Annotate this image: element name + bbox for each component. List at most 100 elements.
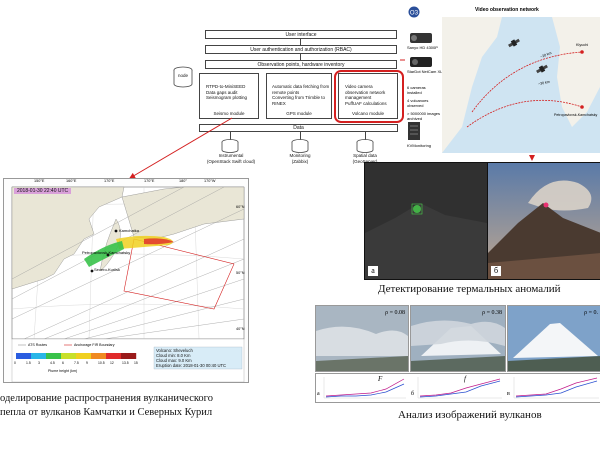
label-a: а (368, 266, 378, 276)
lon-tick: 150°E (34, 179, 45, 183)
analysis-plots: F f а б в (315, 373, 600, 403)
node-label: node (177, 73, 188, 78)
auth-box: User authentication and authorization (R… (205, 45, 397, 54)
colorbar (16, 353, 137, 359)
ash-dispersion-map: 2018-01-30 22:40 UTC 150°E 160°E 170°E 1… (3, 178, 249, 383)
server-label: KVMonitoring (407, 143, 432, 148)
logo-icon: ОЗ (408, 6, 420, 18)
thermal-image-b: б (487, 162, 600, 280)
storage-title: Spatial data (353, 153, 377, 158)
analysis-image-2: ρ = 0.38 (410, 305, 506, 372)
lon-tick: 180° (179, 179, 187, 183)
info-line: Cloud max: 9.0 Km (156, 358, 192, 363)
lon-tick: 160°E (66, 179, 77, 183)
f-label-small: f (464, 375, 466, 383)
camera-icon (410, 33, 432, 43)
volcano-module-label: Volcano module (351, 111, 385, 116)
plot-label-b: б (411, 391, 415, 397)
storage-title: Instrumental (218, 153, 244, 158)
colorbar-segment (61, 353, 77, 359)
colorbar-segment (76, 353, 92, 359)
modeling-caption: оделирование распространения вулканическ… (0, 392, 213, 420)
volcano-info: Volcano: Sheveluch Cloud min: 8.0 Km Clo… (156, 348, 226, 368)
bullet: Data gaps audit (206, 89, 238, 95)
colorbar-segment (91, 353, 107, 359)
observation-box: Observation points, hardware inventory (205, 60, 397, 69)
thermal-image-a: а (364, 162, 488, 280)
storage-sub: (Zabbix) (291, 158, 309, 164)
city-kamchatka: Kamchatka (119, 228, 140, 233)
colorbar-tick: 3 (38, 361, 40, 365)
colorbar-tick: 12 (110, 361, 114, 365)
storage-spatial: Spatial data (GeoServer) (335, 153, 395, 164)
colorbar-tick: 0 (14, 361, 16, 365)
colorbar-tick: 13.5 (122, 361, 129, 365)
colorbar-tick: 15 (134, 361, 138, 365)
gps-module-label: GPS module (286, 111, 312, 116)
stat-cameras: 6 cameras installed (407, 85, 426, 95)
lon-tick: 170°W (204, 179, 216, 183)
thermal-image-a-drawing (365, 163, 487, 279)
legend-ats: ATS Routes (28, 343, 48, 347)
network-stats: 6 cameras installed 4 volcanoes observed… (407, 85, 441, 121)
database-icon (356, 139, 374, 153)
camera-2-label: StarDot NetCam XL (407, 69, 443, 74)
analysis-image-1-drawing (316, 306, 408, 371)
rho-1: ρ = 0.08 (385, 310, 405, 316)
database-icon (221, 139, 239, 153)
seismo-module-box (199, 73, 259, 119)
lat-tick: 40°N (236, 327, 245, 331)
analysis-caption: Анализ изображений вулканов (398, 409, 542, 421)
colorbar-tick: 1.5 (26, 361, 31, 365)
analysis-image-2-drawing (411, 306, 505, 371)
city-petropavlovsk: Petropavlovsk-Kamchatsky (82, 250, 131, 255)
info-line: Volcano: Sheveluch (156, 348, 193, 353)
volcano-module-box (338, 73, 398, 119)
analysis-image-3-drawing (508, 306, 600, 371)
camera-1-label: Sanyo HD 4300P (407, 45, 438, 50)
colorbar-segment (16, 353, 32, 359)
colorbar-tick: 9 (86, 361, 88, 365)
lon-tick: 170°E (104, 179, 115, 183)
city-severo-kurilsk: Severo-Kurilsk (94, 267, 121, 272)
lat-tick: 60°N (236, 205, 245, 209)
arrow (300, 132, 301, 140)
plot-label-a: а (317, 391, 320, 397)
video-network-panel: ОЗ Video observation network Sanyo HD 43… (405, 5, 600, 155)
city-petropavlovsk: Petropavlovsk-Kamchatsky (554, 113, 598, 117)
colorbar-tick: 7.5 (74, 361, 79, 365)
map-drawing (11, 186, 245, 383)
bullet: Seismogram plotting (206, 95, 248, 101)
bullet: Converting from Trimble to RINEX (272, 95, 326, 106)
arrow (300, 54, 301, 60)
f-label: F (378, 375, 383, 383)
camera-icon (410, 57, 432, 67)
bullet: Video camera observation network managem… (345, 84, 386, 101)
bullet: Automatic data fetching from remote poin… (272, 84, 330, 95)
data-box: Data (199, 124, 398, 132)
storage-instrumental: Instrumental (OpenStack Swift cloud) (196, 153, 266, 164)
arrow (365, 132, 366, 140)
colorbar-tick: 4.5 (50, 361, 55, 365)
storage-title: Monitoring (289, 153, 311, 158)
thermal-caption: Детектирование термальных аномалий (378, 283, 561, 295)
stat-images: > 5000000 images archived (407, 111, 441, 121)
seismo-module-label: Seismo module (213, 111, 245, 116)
thermal-image-b-drawing (488, 163, 600, 279)
arrow (300, 39, 301, 45)
user-interface-box: User interface (205, 30, 397, 39)
colorbar-title: Plume height (km) (48, 369, 78, 373)
caption-line: оделирование распространения вулканическ… (0, 393, 213, 404)
plot-label-c: в (507, 391, 510, 397)
network-title: Video observation network (475, 7, 539, 13)
colorbar-segment (106, 353, 122, 359)
caption-line: пепла от вулканов Камчатки и Северных Ку… (0, 407, 213, 418)
lat-tick: 50°N (236, 271, 245, 275)
storage-sub: (OpenStack Swift cloud) (206, 158, 256, 164)
database-icon (291, 139, 309, 153)
network-map: ~20 km ~30 km Klyuchi Petropavlovsk-Kamc… (442, 17, 600, 153)
info-line: Eruption date: 2018-01-30 00:40 UTC (156, 363, 227, 368)
arrow-to-map (129, 117, 233, 179)
node-cylinder-icon (173, 66, 193, 88)
city-klyuchi: Klyuchi (576, 43, 589, 47)
